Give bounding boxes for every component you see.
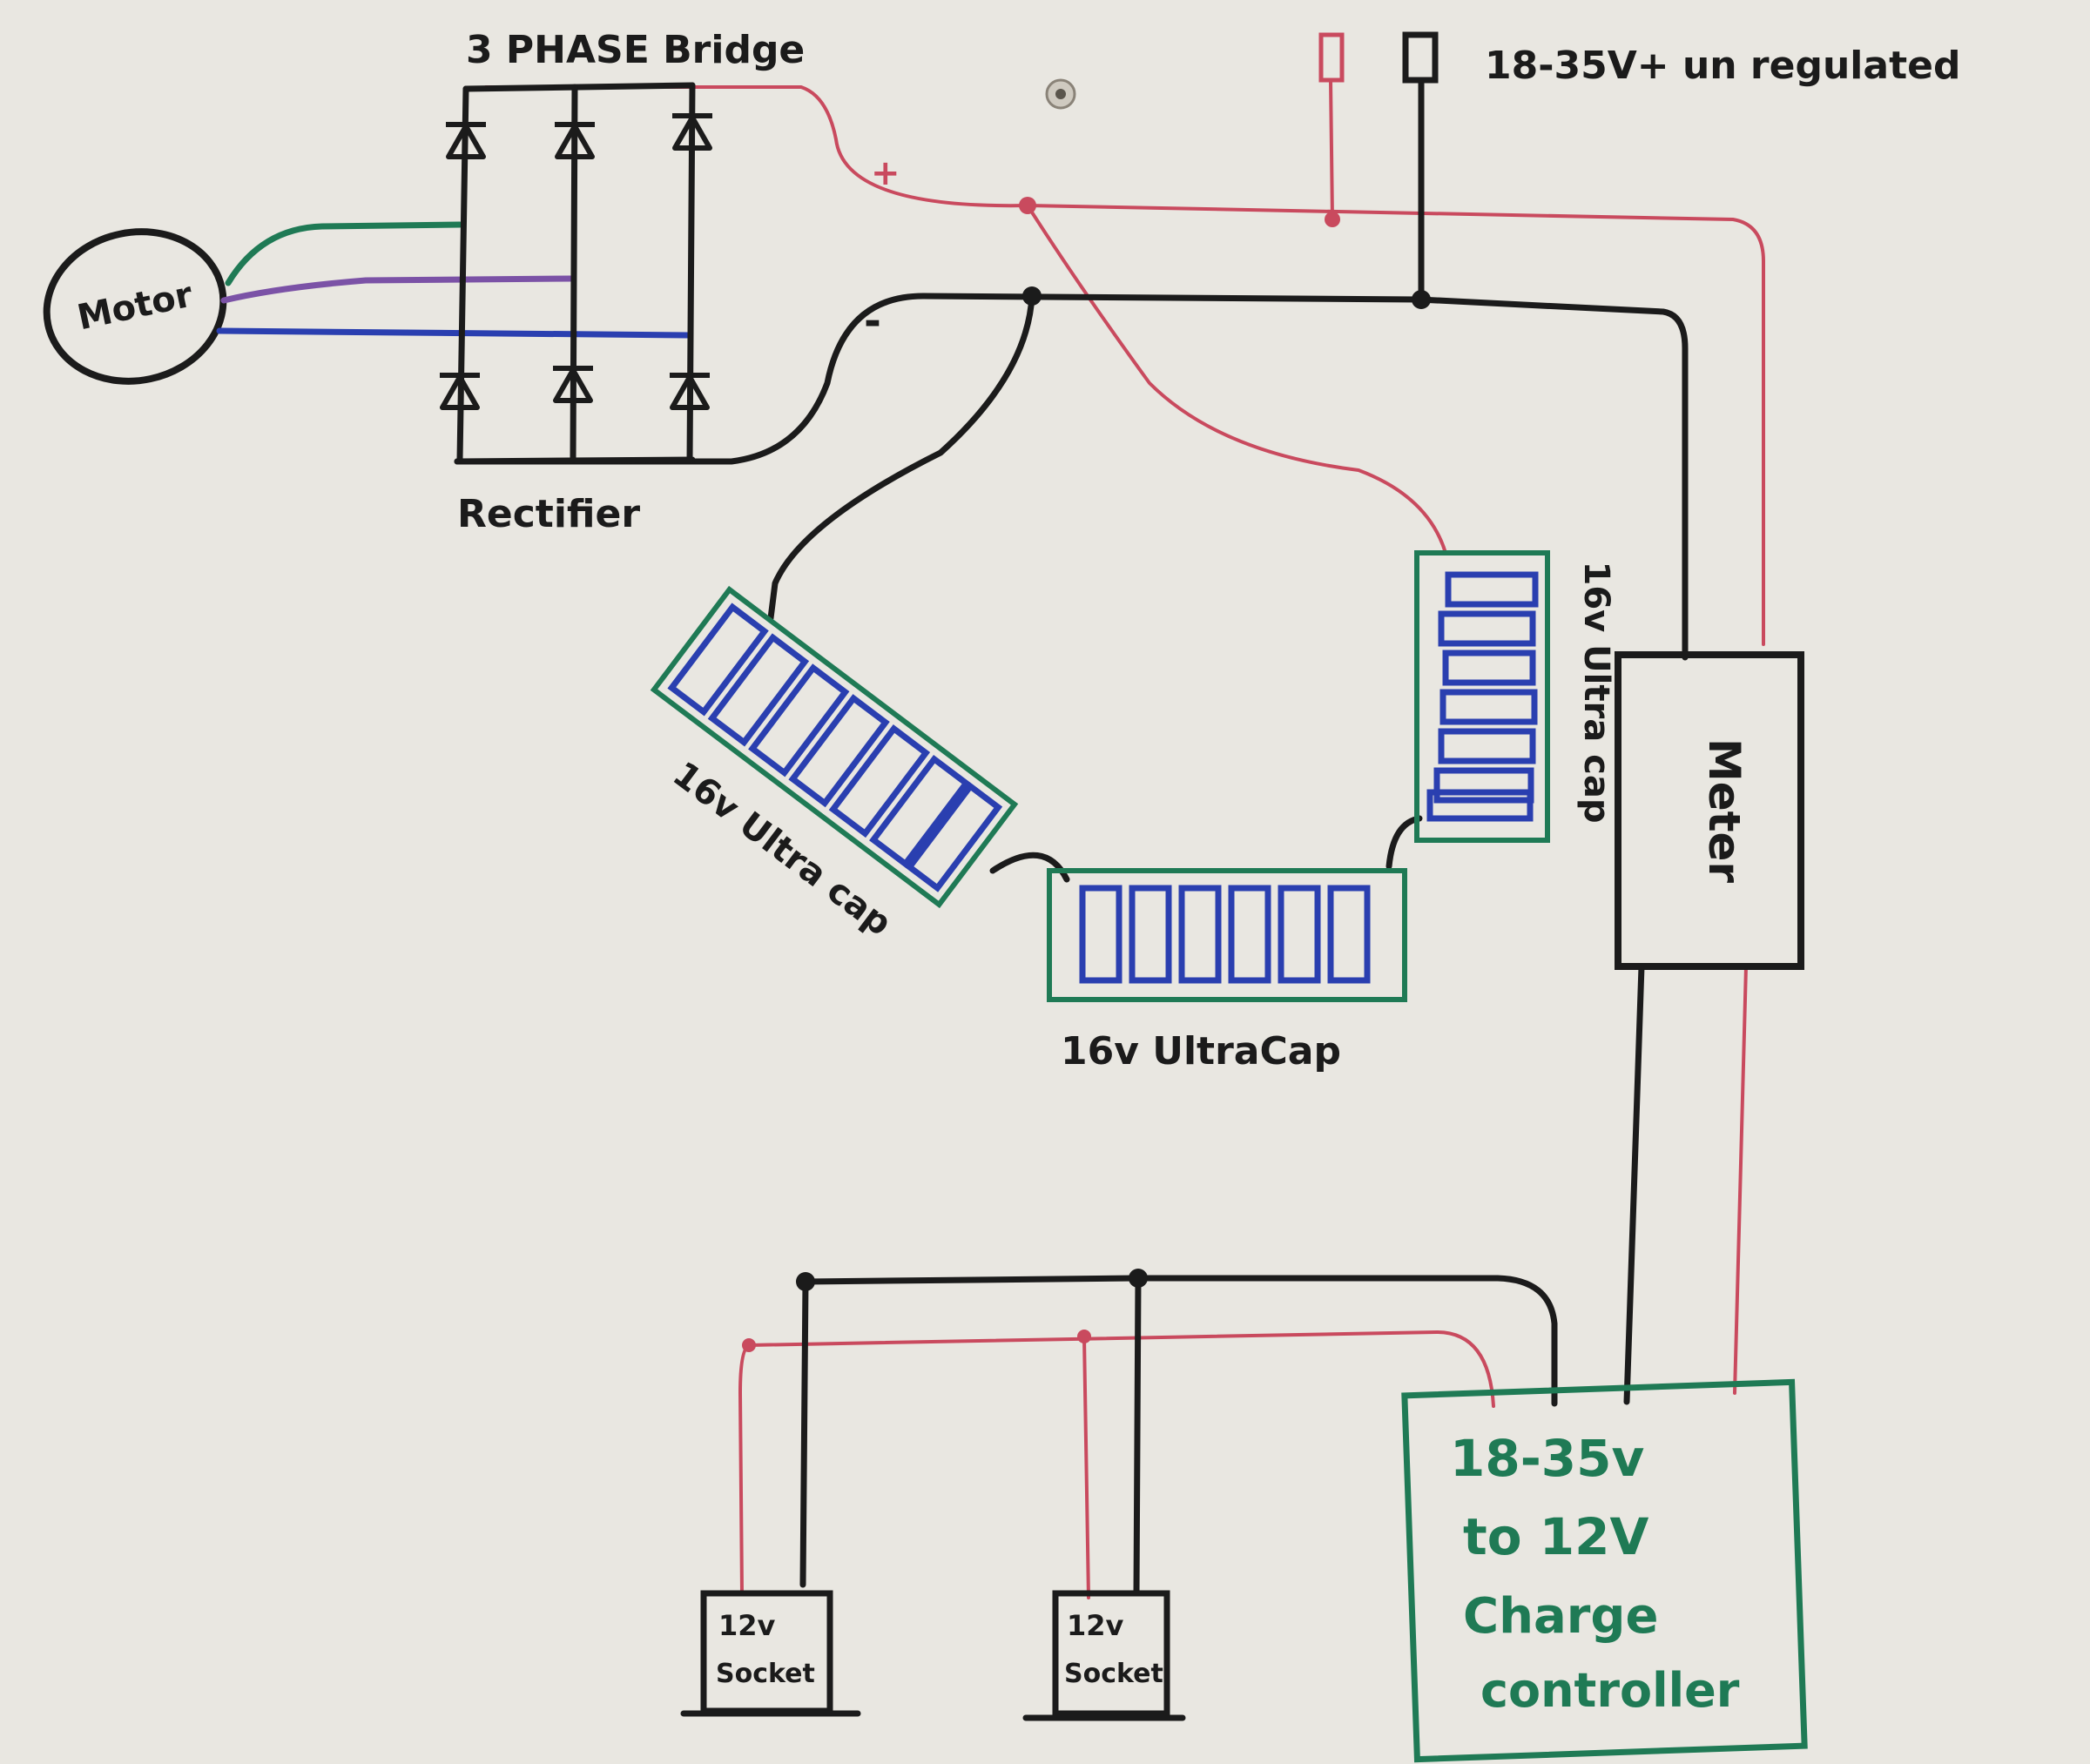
ultracap-bottom: 16v UltraCap — [1047, 868, 1407, 1074]
ultracap-left-cells — [667, 603, 1003, 892]
ultracap-bottom-label: 16v UltraCap — [1061, 1029, 1341, 1074]
ultracap-right — [1414, 550, 1550, 843]
black-wire-cap-left-to-bottom — [989, 852, 1070, 883]
red-wire-right-socket — [1082, 1335, 1090, 1599]
controller-line-2: to 12V — [1463, 1507, 1648, 1566]
bridge-diodes — [440, 113, 712, 410]
junction-black-socket-right — [1129, 1269, 1148, 1288]
bridge-top-rail — [462, 82, 696, 92]
socket-left-line-1: 12v — [718, 1609, 776, 1642]
red-wire-to-right-cap — [1026, 204, 1447, 555]
ultracap-right-cells — [1426, 571, 1539, 822]
terminal-negative — [1402, 31, 1439, 84]
diode-top-3 — [672, 113, 712, 151]
diode-bottom-3 — [670, 373, 710, 410]
black-negative-wires — [454, 77, 1689, 1597]
junction-red-main — [1019, 197, 1036, 214]
unregulated-output: 18-35V+ un regulated — [1318, 31, 1960, 88]
black-wire-to-left-cap — [767, 293, 1035, 622]
red-wire-meter-to-controller — [1733, 965, 1748, 1395]
ultracap-right-frame — [1414, 550, 1550, 843]
red-wire-bridge-to-plus — [484, 85, 1765, 646]
three-phase-bridge — [454, 82, 696, 465]
charge-controller: 18-35v to 12V Charge controller — [1401, 1378, 1808, 1763]
unregulated-label: 18-35V+ un regulated — [1485, 44, 1960, 88]
black-wire-socket-bus — [799, 1275, 1558, 1588]
ultracap-bottom-cells — [1079, 885, 1371, 984]
socket-left-line-2: Socket — [716, 1659, 815, 1689]
junction-black-socket-left — [796, 1272, 815, 1291]
black-wire-right-socket — [1133, 1275, 1142, 1597]
red-wire-to-terminal — [1329, 78, 1334, 221]
junction-red-socket-left — [742, 1338, 756, 1352]
motor: Motor — [43, 228, 227, 385]
phase-wire-green — [225, 221, 463, 286]
meter-label: Meter — [1699, 738, 1750, 883]
diode-top-2 — [555, 122, 595, 159]
meter: Meter — [1615, 651, 1804, 970]
junction-red-socket-right — [1077, 1330, 1091, 1343]
socket-left: 12v Socket — [680, 1590, 861, 1717]
black-wire-bridge-bottom — [454, 293, 1689, 661]
bridge-leg-1 — [456, 85, 469, 463]
junction-black-main — [1022, 286, 1042, 306]
controller-line-1: 18-35v — [1450, 1429, 1644, 1488]
plus-label: + — [871, 153, 900, 193]
controller-line-4: controller — [1480, 1663, 1740, 1718]
red-wire-socket-bus — [738, 1330, 1495, 1595]
ultracap-left — [650, 585, 1019, 909]
red-positive-wires — [484, 78, 1765, 1599]
junction-red-terminal — [1325, 212, 1340, 227]
phase-wire-blue — [216, 327, 691, 339]
motor-label: Motor — [74, 275, 197, 339]
bridge-leg-3 — [686, 82, 696, 463]
motor-outline — [43, 228, 227, 385]
minus-label: - — [864, 297, 881, 346]
terminal-positive — [1318, 32, 1345, 83]
ultracap-left-frame — [650, 585, 1019, 909]
motor-phase-wires — [216, 221, 691, 339]
junction-black-terminal — [1412, 290, 1431, 309]
ultracap-bottom-frame — [1047, 868, 1407, 1002]
socket-right-line-1: 12v — [1067, 1609, 1124, 1642]
bridge-title: 3 PHASE Bridge — [466, 28, 805, 72]
controller-line-3: Charge — [1463, 1588, 1658, 1645]
socket-right-box — [1052, 1590, 1170, 1717]
diode-top-1 — [446, 122, 486, 159]
socket-right: 12v Socket — [1022, 1590, 1186, 1721]
diode-bottom-1 — [440, 373, 480, 410]
socket-right-line-2: Socket — [1064, 1659, 1163, 1689]
phase-wire-purple — [220, 275, 574, 304]
rectifier-label: Rectifier — [457, 492, 640, 536]
ultracap-right-label: 16v Ultra cap — [1576, 562, 1616, 824]
board-magnet-center — [1055, 89, 1066, 99]
junction-dots — [742, 197, 1431, 1352]
black-wire-meter-to-controller — [1623, 963, 1645, 1405]
diode-bottom-2 — [553, 366, 593, 403]
bridge-leg-2 — [570, 84, 578, 463]
meter-box — [1615, 651, 1804, 970]
charge-controller-box — [1401, 1378, 1808, 1763]
